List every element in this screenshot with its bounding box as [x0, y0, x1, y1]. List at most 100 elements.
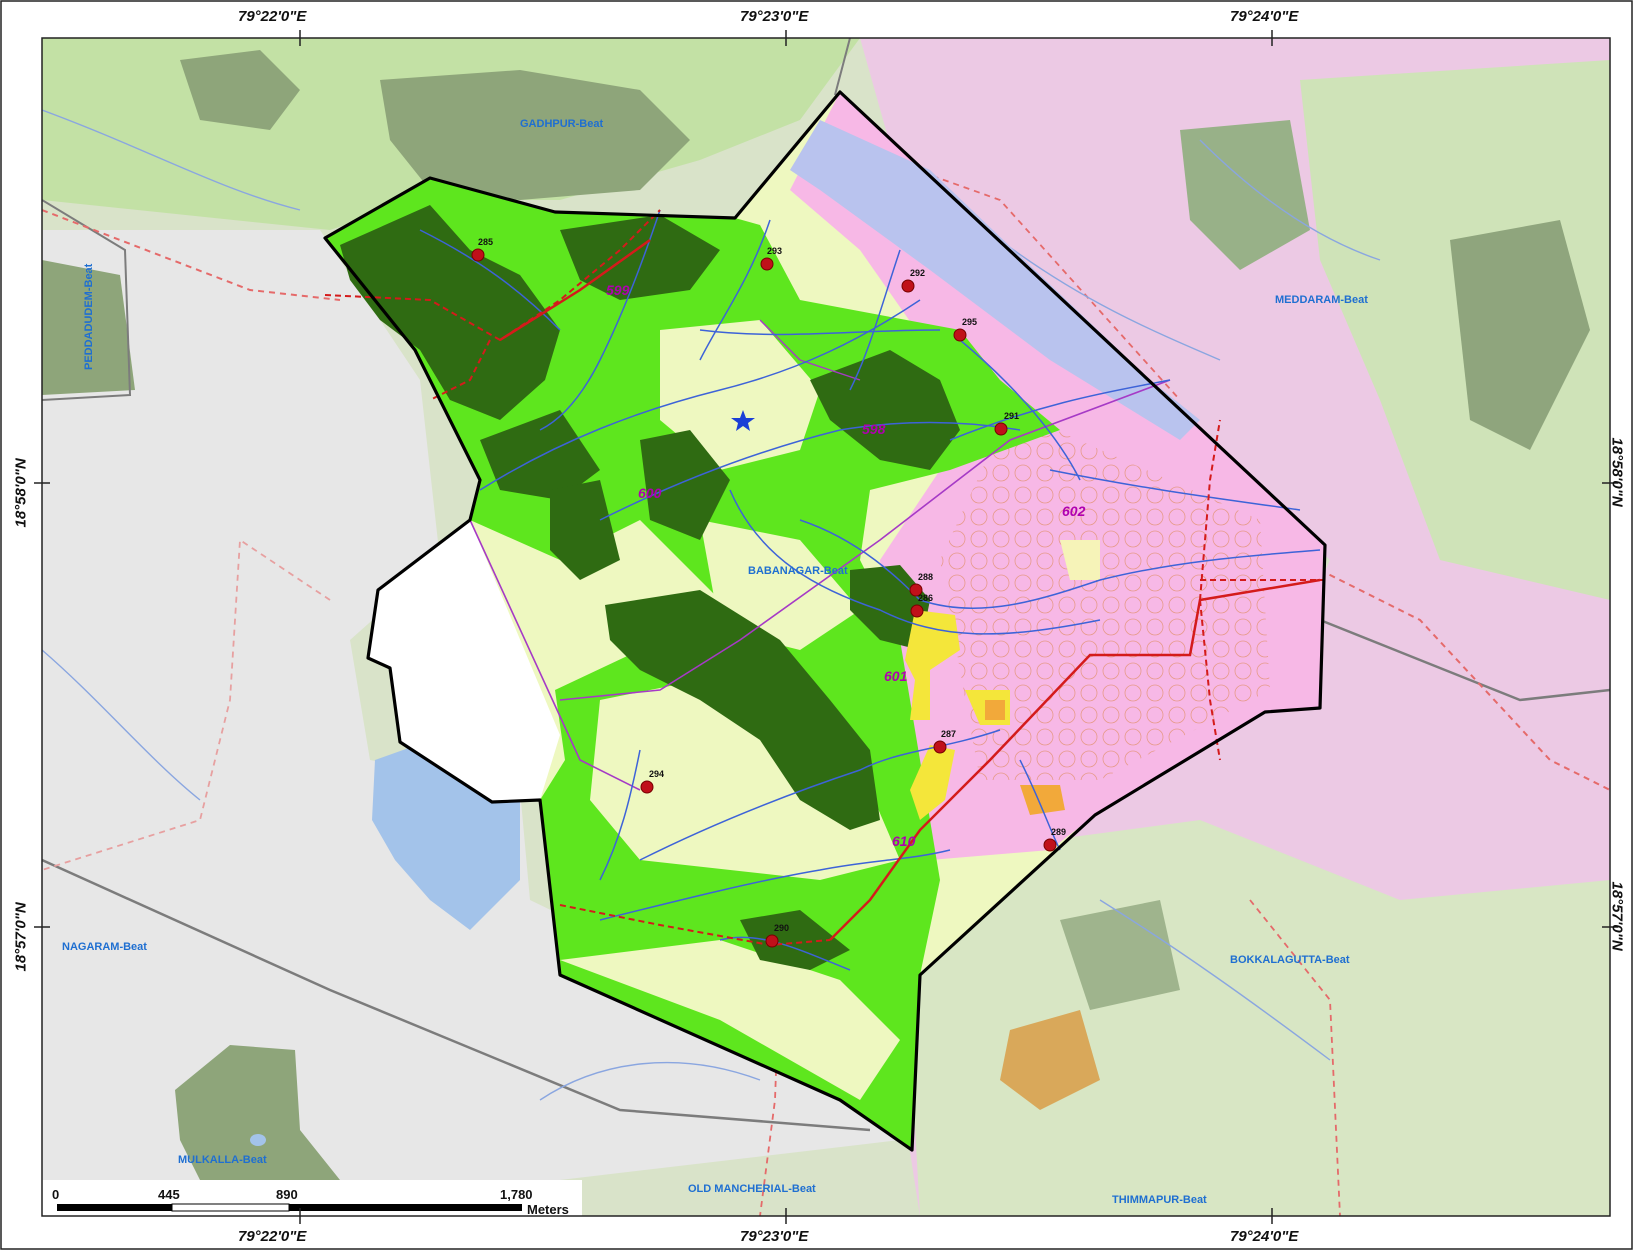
- beat-label-thimmapur: THIMMAPUR-Beat: [1112, 1194, 1207, 1206]
- road-dashed-ne: [1199, 419, 1221, 601]
- compartment-label-600: 600: [638, 485, 662, 501]
- dense-forest-601: [605, 590, 880, 830]
- point-291: [994, 422, 1008, 436]
- point-292: [901, 279, 915, 293]
- point-label-293: 293: [767, 246, 782, 256]
- study-area-boundary: [323, 90, 1327, 1152]
- scale-tick-3: 1,780: [500, 1187, 533, 1202]
- road-dashed-s: [559, 904, 831, 947]
- forest-patch-se: [1060, 900, 1180, 1010]
- dense-forest-w2: [550, 480, 620, 580]
- beat-boundary-nw: [42, 209, 341, 301]
- beat-label-nagaram: NAGARAM-Beat: [62, 941, 147, 953]
- east-forest-patch: [1180, 120, 1310, 270]
- beat-label-gadhpur: GADHPUR-Beat: [520, 118, 603, 130]
- scale-segment-3: [289, 1204, 522, 1211]
- compartment-line-2: [559, 379, 1171, 701]
- graticule-left-2: 18°57'0"N: [12, 902, 30, 972]
- scrub-gap-center: [660, 320, 820, 470]
- stream-12: [599, 749, 641, 881]
- peddadudem-forest: [42, 260, 135, 395]
- excluded-area: [368, 520, 560, 802]
- graticule-top-3: 79°24'0"E: [1230, 8, 1299, 25]
- stream-3: [539, 209, 661, 431]
- graticule-right-1: 18°58'0"N: [1608, 437, 1626, 507]
- beat-label-bokkalagutta: BOKKALAGUTTA-Beat: [1230, 954, 1350, 966]
- orange-patch-1: [985, 700, 1005, 720]
- dense-forest-288: [850, 565, 930, 650]
- contour-lines: [940, 410, 1270, 780]
- compartment-label-610: 610: [892, 833, 916, 849]
- point-label-295: 295: [962, 317, 977, 327]
- east-road: [1319, 618, 1610, 702]
- mulkalla-forest: [175, 1045, 340, 1180]
- pale-patch: [1060, 540, 1100, 580]
- graticule-bottom-2: 79°23'0"E: [740, 1228, 809, 1245]
- stream-regional-6: [539, 1061, 761, 1101]
- east-fields: [1300, 60, 1610, 600]
- beat-label-old-mancherial: OLD MANCHERIAL-Beat: [688, 1183, 816, 1195]
- scale-unit: Meters: [527, 1202, 569, 1217]
- point-286: [910, 604, 924, 618]
- dense-forest-nw: [340, 205, 560, 420]
- stream-regional-4: [1199, 139, 1381, 261]
- lowland-area: [42, 230, 900, 1180]
- dense-forest-n: [560, 215, 720, 300]
- compartment-label-598: 598: [862, 421, 886, 437]
- compartment-label-599: 599: [606, 282, 630, 298]
- star-marker: [731, 410, 755, 431]
- sample-points: 285 293 292 295 291 288 286 287 294 289 …: [471, 237, 1066, 948]
- scale-segment-2: [171, 1203, 290, 1212]
- point-294: [640, 780, 654, 794]
- point-293: [760, 257, 774, 271]
- road-solid-e: [829, 578, 1321, 941]
- graticule-right-2: 18°57'0"N: [1608, 881, 1626, 951]
- point-label-294: 294: [649, 769, 664, 779]
- graticule-ticks: [34, 30, 1618, 1224]
- study-area: [323, 90, 1327, 1152]
- north-road: [834, 38, 851, 96]
- mulkalla-pond: [250, 1134, 266, 1146]
- yellow-patch-1: [905, 610, 960, 720]
- scrub-gap-south: [590, 680, 900, 880]
- stream-9: [729, 489, 1101, 635]
- graticule-left-1: 18°58'0"N: [12, 458, 30, 528]
- dense-forest-290: [740, 910, 850, 970]
- stream-regional-5: [1099, 899, 1331, 1061]
- compartment-line-3: [759, 319, 861, 381]
- yellow-patch-2: [910, 745, 955, 820]
- point-label-286: 286: [918, 593, 933, 603]
- point-label-289: 289: [1051, 827, 1066, 837]
- stream-7: [599, 421, 1021, 521]
- compartment-line-1: [469, 519, 641, 791]
- scrub-gap-south2: [560, 940, 900, 1100]
- road-solid-n: [499, 238, 651, 342]
- stream-4: [699, 219, 771, 361]
- scale-tick-2: 890: [276, 1187, 298, 1202]
- point-290: [765, 934, 779, 948]
- point-label-288: 288: [918, 572, 933, 582]
- lavender-band: [790, 120, 1200, 440]
- point-295: [953, 328, 967, 342]
- graticule-top-1: 79°22'0"E: [238, 8, 307, 25]
- scale-tick-1: 445: [158, 1187, 180, 1202]
- point-287: [933, 740, 947, 754]
- scale-tick-0: 0: [52, 1187, 59, 1202]
- compartment-label-601: 601: [884, 668, 908, 684]
- graticule-bottom-3: 79°24'0"E: [1230, 1228, 1299, 1245]
- point-label-285: 285: [478, 237, 493, 247]
- beat-label-mulkalla: MULKALLA-Beat: [178, 1154, 267, 1166]
- stream-15: [1049, 469, 1301, 511]
- stream-regional-2: [42, 649, 201, 801]
- meddaram-forest: [1450, 220, 1590, 450]
- stream-regional-3: [999, 239, 1221, 361]
- stream-17: [1019, 759, 1061, 851]
- point-label-291: 291: [1004, 411, 1019, 421]
- stream-11: [599, 849, 951, 921]
- dense-forest-w: [480, 410, 600, 500]
- dense-forest-598: [810, 350, 960, 470]
- point-289: [1043, 838, 1057, 852]
- map-neatline: [41, 37, 1611, 1217]
- stream-5: [849, 249, 901, 391]
